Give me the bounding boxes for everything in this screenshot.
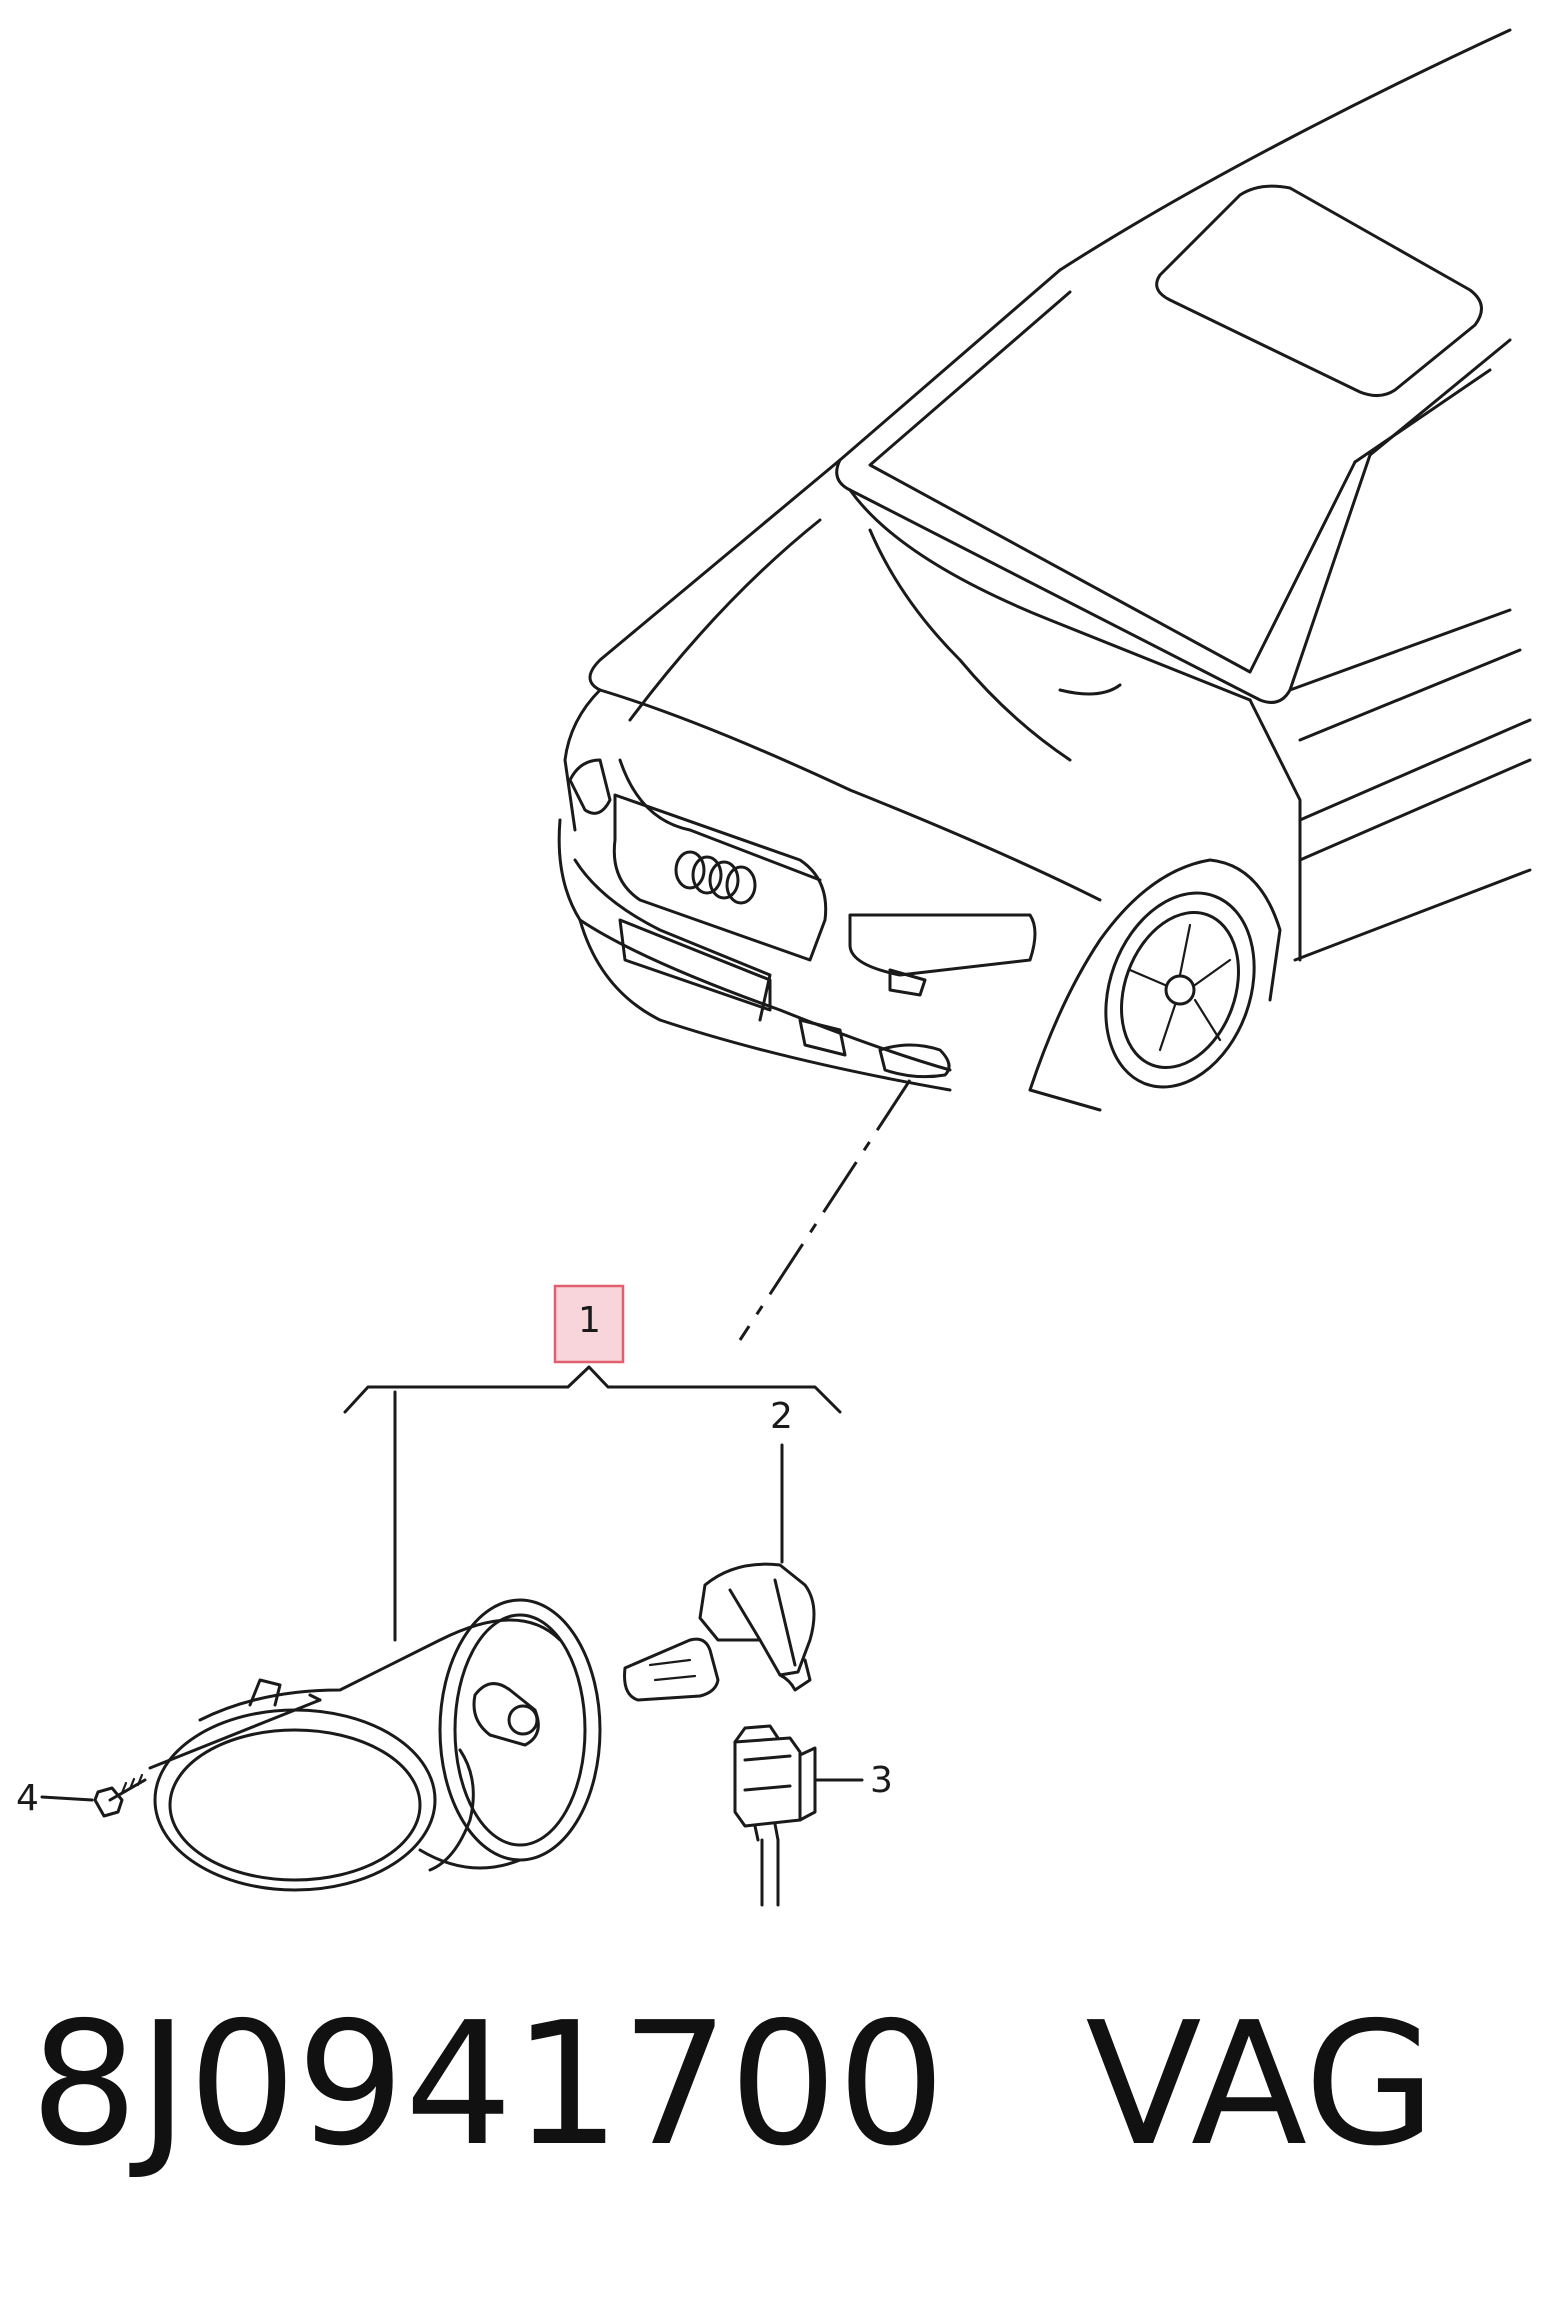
callout-1-label: 1 [578, 1300, 601, 1341]
brand-rings-logo [674, 850, 757, 905]
callout-2-label: 2 [770, 1396, 793, 1437]
connector-part [733, 1724, 817, 1907]
leader-line-dashed [738, 1079, 912, 1341]
assembly-bracket [343, 1365, 842, 1414]
bulb-part [623, 1562, 816, 1702]
callout-4-leader [40, 1795, 94, 1802]
callout-4-label: 4 [16, 1778, 39, 1819]
callout-3-label: 3 [870, 1760, 893, 1801]
callout-1-highlight[interactable] [553, 1284, 625, 1364]
screw-part [93, 1698, 322, 1818]
part-number: 8J0941700 [30, 1986, 946, 2184]
fog-lamp-housing [153, 1598, 602, 1892]
car-drawing [557, 28, 1532, 1112]
brand-name: VAG [1085, 1986, 1436, 2184]
